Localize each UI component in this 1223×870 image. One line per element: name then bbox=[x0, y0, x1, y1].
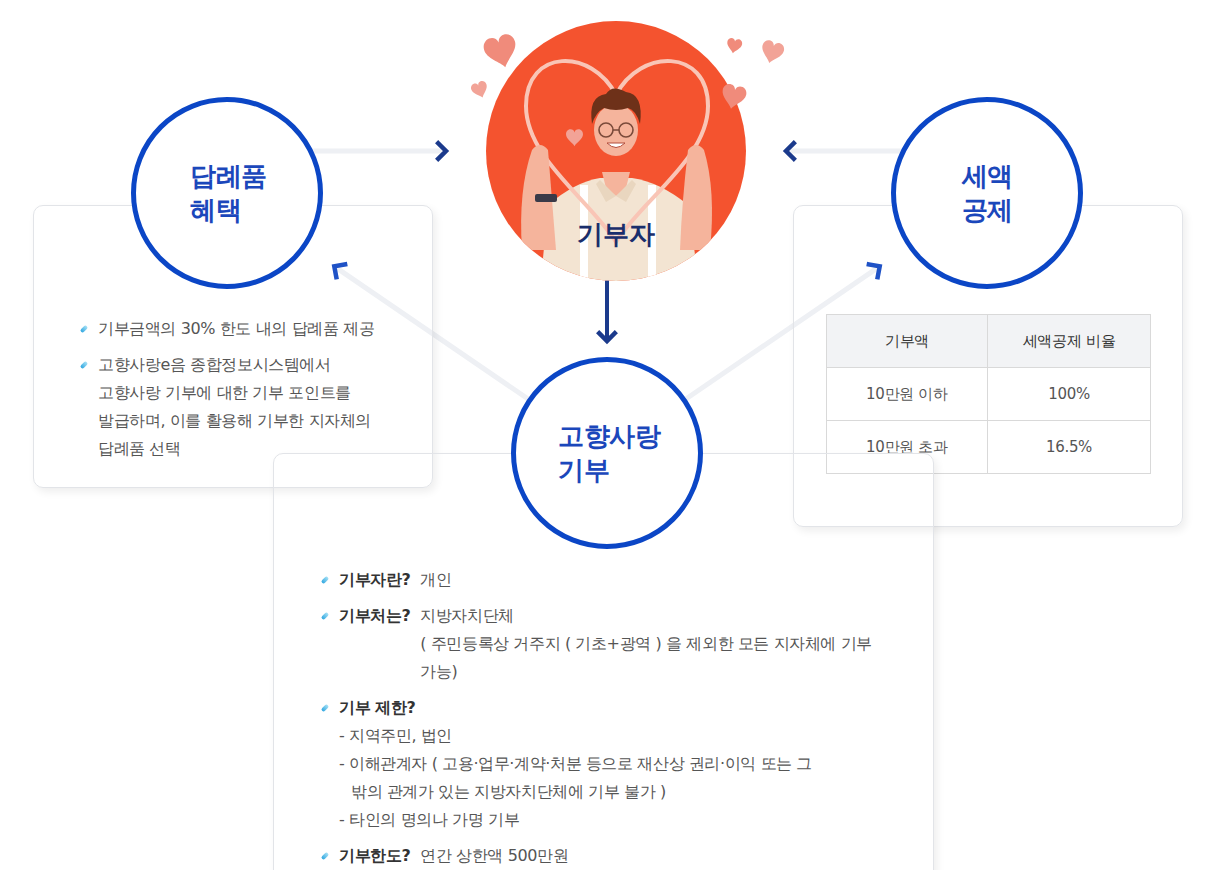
table-cell: 10만원 이하 bbox=[827, 368, 988, 421]
head bbox=[594, 104, 638, 156]
topic-circle: 고향사랑 기부 bbox=[511, 357, 703, 549]
arrow-head bbox=[786, 143, 794, 159]
donor-node: 기부자 bbox=[486, 21, 746, 281]
circle-title: 세액 공제 bbox=[962, 159, 1013, 227]
item-subline: - 이해관계자 ( 고용·업무·계약·처분 등으로 재산상 권리·이익 또는 그… bbox=[339, 750, 821, 806]
donor-title: 기부자 bbox=[486, 217, 746, 251]
right-arm bbox=[680, 145, 712, 250]
small-heart bbox=[759, 39, 786, 66]
glasses bbox=[599, 123, 613, 137]
circle-title: 고향사랑 기부 bbox=[558, 419, 660, 487]
info-item: 기부한도?연간 상한액 500만원 bbox=[339, 842, 913, 870]
item-label: 기부자란? bbox=[339, 566, 420, 594]
item-value: 연간 상한액 500만원 bbox=[420, 842, 568, 870]
item-value-group: 개인 bbox=[420, 566, 451, 594]
topic-circle: 답례품 혜택 bbox=[131, 97, 323, 289]
bullet-text: 고향사랑e음 종합정보시스템에서 고향사랑 기부에 대한 기부 포인트를 발급하… bbox=[98, 355, 371, 458]
connector-line bbox=[313, 149, 446, 154]
info-row: 기부한도?연간 상한액 500만원 bbox=[339, 842, 913, 870]
connector bbox=[313, 143, 446, 159]
item-value-group: 지방자치단체( 주민등록상 거주지 ( 기초+광역 ) 을 제외한 모든 지자체… bbox=[420, 602, 913, 686]
donor-circle bbox=[486, 21, 746, 281]
table-cell: 16.5% bbox=[988, 421, 1151, 474]
info-row: 기부 제한? bbox=[339, 694, 913, 722]
heart-outline bbox=[526, 61, 708, 242]
bullet-icon bbox=[321, 576, 329, 584]
small-heart bbox=[470, 80, 490, 100]
arrow-head bbox=[599, 333, 615, 341]
item-value: 개인 bbox=[420, 566, 451, 594]
table-header-cell: 기부액 bbox=[827, 315, 988, 368]
small-heart bbox=[566, 129, 583, 146]
item-label: 기부한도? bbox=[339, 842, 420, 870]
table-cell: 10만원 초과 bbox=[827, 421, 988, 474]
circle-title: 답례품 혜택 bbox=[190, 159, 267, 227]
watch bbox=[535, 194, 557, 202]
connector bbox=[786, 143, 901, 159]
arrow-head bbox=[334, 264, 345, 277]
table-header-cell: 세액공제 비율 bbox=[988, 315, 1151, 368]
small-heart bbox=[719, 83, 747, 111]
bullet-icon bbox=[321, 704, 329, 712]
bullet-text: 기부금액의 30% 한도 내의 답례품 제공 bbox=[98, 319, 374, 338]
info-item: 기부 제한?- 지역주민, 법인- 이해관계자 ( 고용·업무·계약·처분 등으… bbox=[339, 694, 913, 834]
connector-line bbox=[605, 281, 609, 341]
bullet-icon bbox=[321, 612, 329, 620]
info-item: 기부자란?개인 bbox=[339, 566, 913, 594]
glasses bbox=[619, 123, 633, 137]
smile bbox=[607, 143, 625, 148]
arrow-head bbox=[438, 143, 446, 159]
small-heart bbox=[482, 32, 521, 71]
connector bbox=[599, 281, 615, 341]
hair bbox=[591, 88, 640, 124]
item-subline: - 지역주민, 법인 bbox=[339, 722, 821, 750]
deduction-table: 기부액세액공제 비율10만원 이하100%10만원 초과16.5% bbox=[826, 314, 1151, 474]
topic-circle: 세액 공제 bbox=[891, 97, 1083, 289]
item-value: 지방자치단체 bbox=[420, 602, 913, 630]
connector-line bbox=[786, 149, 901, 154]
arrow-head bbox=[869, 264, 880, 277]
item-value: ( 주민등록상 거주지 ( 기초+광역 ) 을 제외한 모든 지자체에 기부 가… bbox=[420, 630, 913, 686]
item-value-group: 연간 상한액 500만원 bbox=[420, 842, 568, 870]
info-row: 기부처는?지방자치단체( 주민등록상 거주지 ( 기초+광역 ) 을 제외한 모… bbox=[339, 602, 913, 686]
small-heart bbox=[726, 37, 743, 54]
info-row: 기부자란?개인 bbox=[339, 566, 913, 594]
item-label: 기부 제한? bbox=[339, 694, 425, 722]
table-cell: 100% bbox=[988, 368, 1151, 421]
bullet-icon bbox=[80, 325, 88, 333]
item-subline: - 타인의 명의나 가명 기부 bbox=[339, 806, 821, 834]
collar bbox=[596, 180, 636, 202]
bullet-icon bbox=[321, 852, 329, 860]
bullet-item: 기부금액의 30% 한도 내의 답례품 제공 bbox=[98, 315, 392, 343]
info-item: 기부처는?지방자치단체( 주민등록상 거주지 ( 기초+광역 ) 을 제외한 모… bbox=[339, 602, 913, 686]
bullet-item: 고향사랑e음 종합정보시스템에서 고향사랑 기부에 대한 기부 포인트를 발급하… bbox=[98, 351, 392, 463]
item-label: 기부처는? bbox=[339, 602, 420, 630]
left-arm bbox=[521, 145, 556, 250]
bullet-icon bbox=[80, 361, 88, 369]
glasses bbox=[613, 129, 619, 131]
